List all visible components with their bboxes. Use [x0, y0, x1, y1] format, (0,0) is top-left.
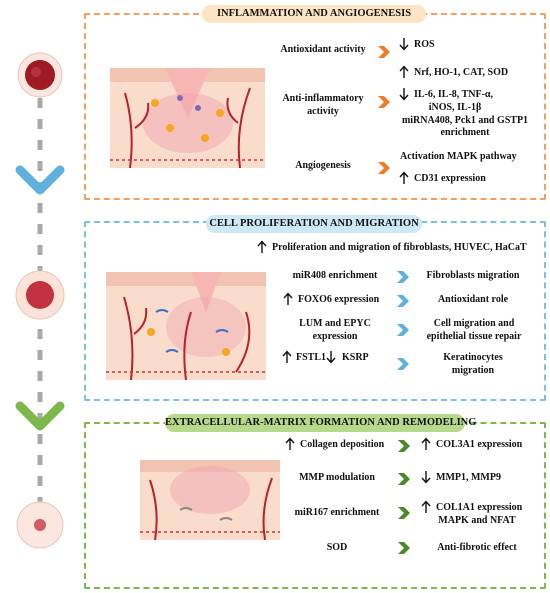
il6-text: IL-6, IL-8, TNF-α, [414, 89, 494, 100]
chevron-down-blue-icon [15, 165, 65, 195]
keratinocytes-text-2: migration [451, 365, 495, 376]
fibroblasts-migration-text: Fibroblasts migration [426, 270, 520, 281]
antioxidant-role-text: Antioxidant role [437, 294, 509, 305]
chevron-right-green-icon [397, 472, 411, 486]
proliferation-title: CELL PROLIFERATION AND MIGRATION [206, 215, 422, 233]
chevron-down-green-icon [15, 401, 65, 431]
chevron-right-green-icon [397, 541, 411, 555]
inflammation-skin-illustration [110, 68, 265, 168]
arrow-down-icon [325, 350, 337, 364]
anti-inflammatory-label-2: activity [307, 106, 339, 117]
mirna408-text: miRNA408, Pck1 and GSTP1 [401, 115, 529, 126]
arrow-up-icon [284, 437, 296, 451]
chevron-right-blue-icon [396, 323, 410, 337]
enrichment-text: enrichment [440, 127, 490, 138]
chevron-right-green-icon [397, 506, 411, 520]
arrow-down-icon [398, 37, 410, 51]
arrow-up-icon [256, 240, 268, 254]
arrow-up-icon [420, 500, 432, 514]
col1a1-text: COL1A1 expression [436, 502, 523, 513]
cell-migration-text-2: epithelial tissue repair [426, 331, 522, 342]
ksrp-label: KSRP [342, 352, 369, 363]
fstl1-label: FSTL1 [296, 352, 327, 363]
chevron-right-blue-icon [396, 294, 410, 308]
arrow-up-icon [420, 437, 432, 451]
remodeling-title: EXTRACELLULAR-MATRIX FORMATION AND REMOD… [165, 414, 476, 432]
wound-stage-3-icon [16, 501, 64, 549]
chevron-right-green-icon [397, 439, 411, 453]
anti-fibrotic-text: Anti-fibrotic effect [437, 542, 517, 553]
foxo6-label: FOXO6 expression [298, 294, 380, 305]
remodeling-skin-illustration [140, 460, 280, 540]
wound-stage-2-icon [15, 270, 65, 320]
mir167-label: miR167 enrichment [294, 507, 380, 518]
sod-label: SOD [326, 542, 348, 553]
chevron-right-orange-icon [377, 45, 391, 59]
chevron-right-blue-icon [396, 357, 410, 371]
arrow-down-icon [420, 470, 432, 484]
angiogenesis-label: Angiogenesis [295, 160, 351, 171]
antioxidant-activity-label: Antioxidant activity [280, 44, 366, 55]
chevron-right-blue-icon [396, 270, 410, 284]
collagen-deposition-label: Collagen deposition [300, 439, 385, 450]
wound-stage-1-icon [17, 52, 63, 98]
lum-epyc-label-1: LUM and EPYC [299, 318, 371, 329]
nrf-text: Nrf, HO-1, CAT, SOD [414, 67, 509, 78]
keratinocytes-text-1: Keratinocytes [443, 352, 503, 363]
arrow-up-icon [398, 65, 410, 79]
inos-text: iNOS, IL-1β [428, 102, 482, 113]
cell-migration-text-1: Cell migration and [433, 318, 515, 329]
proliferation-summary-text: Proliferation and migration of fibroblas… [272, 242, 527, 253]
chevron-right-orange-icon [377, 161, 391, 175]
col3a1-text: COL3A1 expression [436, 439, 523, 450]
mapk-activation-text: Activation MAPK pathway [400, 151, 517, 162]
chevron-right-orange-icon [377, 95, 391, 109]
inflammation-title: INFLAMMATION AND ANGIOGENESIS [202, 5, 426, 23]
mmp1-mmp9-text: MMP1, MMP9 [436, 472, 501, 483]
mapk-nfat-text: MAPK and NFAT [438, 515, 516, 526]
arrow-up-icon [398, 171, 410, 185]
ros-text: ROS [414, 39, 435, 50]
healing-timeline [15, 52, 65, 549]
mmp-modulation-label: MMP modulation [299, 472, 375, 483]
lum-epyc-label-2: expression [312, 331, 358, 342]
arrow-up-icon [282, 292, 294, 306]
proliferation-skin-illustration [106, 272, 266, 380]
cd31-text: CD31 expression [414, 173, 486, 184]
arrow-down-icon [398, 87, 410, 101]
mir408-label: miR408 enrichment [292, 270, 378, 281]
anti-inflammatory-label-1: Anti-inflammatory [282, 93, 364, 104]
arrow-up-icon [281, 350, 293, 364]
